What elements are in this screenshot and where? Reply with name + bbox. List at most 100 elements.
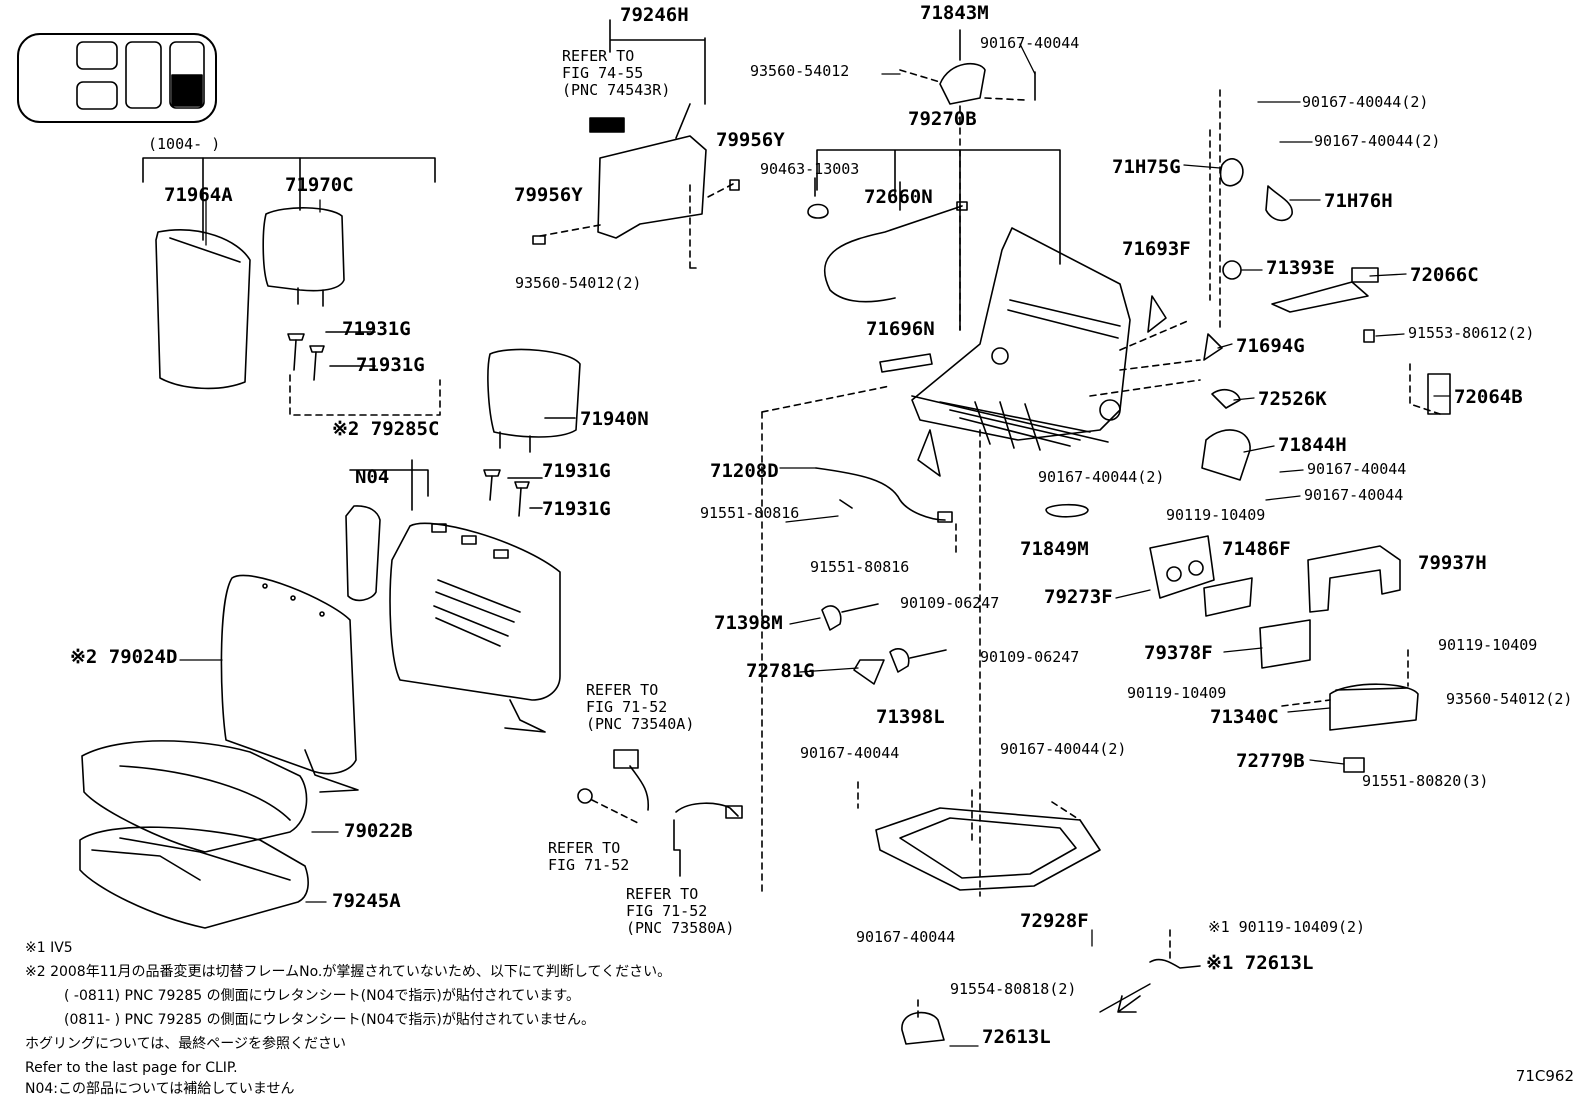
- label-91551-80816-b: 91551-80816: [810, 558, 910, 576]
- label-91551-80816-a: 91551-80816: [700, 504, 800, 522]
- headrest-guides-upper: [287, 331, 441, 416]
- headrest-71940n-shape: [483, 348, 581, 517]
- label-71340c: 71340C: [1210, 706, 1279, 728]
- footnote-7: N04:この部品については補給していません: [25, 1081, 295, 1097]
- label-79273f: 79273F: [1044, 586, 1113, 608]
- seat-cushion-79022b-shape: [81, 740, 308, 853]
- label-90167-40044-mid-2: 90167-40044(2): [1038, 468, 1165, 486]
- label-91553-80612-2: 91553-80612(2): [1408, 324, 1535, 342]
- label-71844h: 71844H: [1278, 434, 1347, 456]
- label-72928f: 72928F: [1020, 910, 1089, 932]
- small-brackets-shape: [821, 603, 947, 685]
- footnote-6: Refer to the last page for CLIP.: [25, 1060, 238, 1076]
- label-71398m: 71398M: [714, 612, 783, 634]
- seat-location-icon: [17, 33, 217, 123]
- headrest-71970c-shape: [262, 207, 345, 307]
- figure-code: 71C962: [1515, 1067, 1574, 1085]
- label-90167-40044-b1: 90167-40044: [800, 744, 900, 762]
- label-71694g: 71694G: [1236, 335, 1305, 357]
- label-71696n: 71696N: [866, 318, 935, 340]
- label-93560-54012-2: 93560-54012(2): [515, 274, 642, 292]
- label-79270b: 79270B: [908, 108, 977, 130]
- label-71393e: 71393E: [1266, 257, 1335, 279]
- label-71486f: 71486F: [1222, 538, 1291, 560]
- label-79937h: 79937H: [1418, 552, 1487, 574]
- label-79024d: ※2 79024D: [70, 646, 178, 668]
- label-71931g-2: 71931G: [356, 354, 425, 376]
- label-72779b: 72779B: [1236, 750, 1305, 772]
- label-72066c: 72066C: [1410, 264, 1479, 286]
- label-79245a: 79245A: [332, 890, 401, 912]
- group-bracket: [142, 157, 436, 183]
- label-90167-40044-b2: 90167-40044(2): [1000, 740, 1127, 758]
- right-side-parts: [1147, 158, 1451, 481]
- seatback-79024d-shape: [220, 574, 359, 793]
- headrest-cover-shape: [155, 229, 251, 390]
- label-72064b: 72064B: [1454, 386, 1523, 408]
- label-71931g-3: 71931G: [542, 460, 611, 482]
- label-90109-06247-a: 90109-06247: [900, 594, 1000, 612]
- cable-71208d-shape: [815, 467, 957, 553]
- label-90167-40044-r1: 90167-40044: [1307, 460, 1407, 478]
- label-71964a: 71964A: [164, 184, 233, 206]
- label-90119-10409-c: 90119-10409: [1127, 684, 1227, 702]
- label-93560-54012: 93560-54012: [750, 62, 850, 80]
- label-n04: N04: [355, 466, 390, 488]
- label-72613l-b: 72613L: [982, 1026, 1051, 1048]
- label-71849m: 71849M: [1020, 538, 1089, 560]
- label-71h75g: 71H75G: [1112, 156, 1181, 178]
- back-cover-79246h-shape: [532, 19, 740, 269]
- label-90109-06247-b: 90109-06247: [980, 648, 1080, 666]
- label-71931g-1: 71931G: [342, 318, 411, 340]
- bracket-71843m-shape: [899, 29, 1036, 331]
- lower-right-parts: [1045, 503, 1419, 773]
- footnote-1: ※1 IV5: [25, 940, 73, 956]
- label-71398l: 71398L: [876, 706, 945, 728]
- label-79378f: 79378F: [1144, 642, 1213, 664]
- label-93560-54012-r: 93560-54012(2): [1446, 690, 1573, 708]
- label-90167-40044-2a: 90167-40044(2): [1302, 93, 1429, 111]
- cushion-pad-79245a-shape: [79, 826, 309, 929]
- pad-71696n-shape: [879, 353, 933, 373]
- label-90167-40044-top: 90167-40044: [980, 34, 1080, 52]
- footnote-5: ホグリングについては、最終ページを参照ください: [25, 1036, 347, 1052]
- label-refer-fig-71-52-b: REFER TO FIG 71-52: [548, 839, 630, 874]
- label-72613l-a: ※1 72613L: [1206, 952, 1314, 974]
- seatback-pad-shape: [345, 459, 561, 733]
- label-71843m: 71843M: [920, 2, 989, 24]
- label-90167-40044-2b: 90167-40044(2): [1314, 132, 1441, 150]
- label-71h76h: 71H76H: [1324, 190, 1393, 212]
- label-90167-40044-r2: 90167-40044: [1304, 486, 1404, 504]
- label-90167-40044-b3: 90167-40044: [856, 928, 956, 946]
- label-90119-10409-2: ※1 90119-10409(2): [1208, 918, 1366, 936]
- cable-72660n-shape: [807, 177, 968, 303]
- label-72660n: 72660N: [864, 186, 933, 208]
- label-71208d: 71208D: [710, 460, 779, 482]
- clip-72613l-parts: [901, 929, 1201, 1045]
- label-1004: (1004- ): [148, 135, 221, 153]
- label-79022b: 79022B: [344, 820, 413, 842]
- label-91554-80818-2: 91554-80818(2): [950, 980, 1077, 998]
- label-91551-80820-3: 91551-80820(3): [1362, 772, 1489, 790]
- label-refer-fig-74-55: REFER TO FIG 74-55 (PNC 74543R): [562, 47, 671, 99]
- label-79285c: ※2 79285C: [332, 418, 440, 440]
- guide-lines: [761, 89, 1221, 897]
- label-71970c: 71970C: [285, 174, 354, 196]
- label-90463-13003: 90463-13003: [760, 160, 860, 178]
- label-refer-fig-71-52-a: REFER TO FIG 71-52 (PNC 73540A): [586, 681, 695, 733]
- footnote-4: (0811- ) PNC 79285 の側面にウレタンシート(N04で指示)が貼…: [64, 1012, 596, 1028]
- label-90119-10409-b: 90119-10409: [1438, 636, 1538, 654]
- seat-frame-79270b-shape: [816, 149, 1131, 477]
- tray-72928f-shape: [857, 781, 1101, 891]
- label-71931g-4: 71931G: [542, 498, 611, 520]
- label-90119-10409-a: 90119-10409: [1166, 506, 1266, 524]
- label-71940n: 71940N: [580, 408, 649, 430]
- label-79246h: 79246H: [620, 4, 689, 26]
- footnote-3: ( -0811) PNC 79285 の側面にウレタンシート(N04で指示)が貼…: [64, 988, 581, 1004]
- leader-lines: [179, 43, 1451, 1047]
- label-71693f: 71693F: [1122, 238, 1191, 260]
- label-72781g: 72781G: [746, 660, 815, 682]
- label-refer-fig-71-52-c: REFER TO FIG 71-52 (PNC 73580A): [626, 885, 735, 937]
- label-72526k: 72526K: [1258, 388, 1327, 410]
